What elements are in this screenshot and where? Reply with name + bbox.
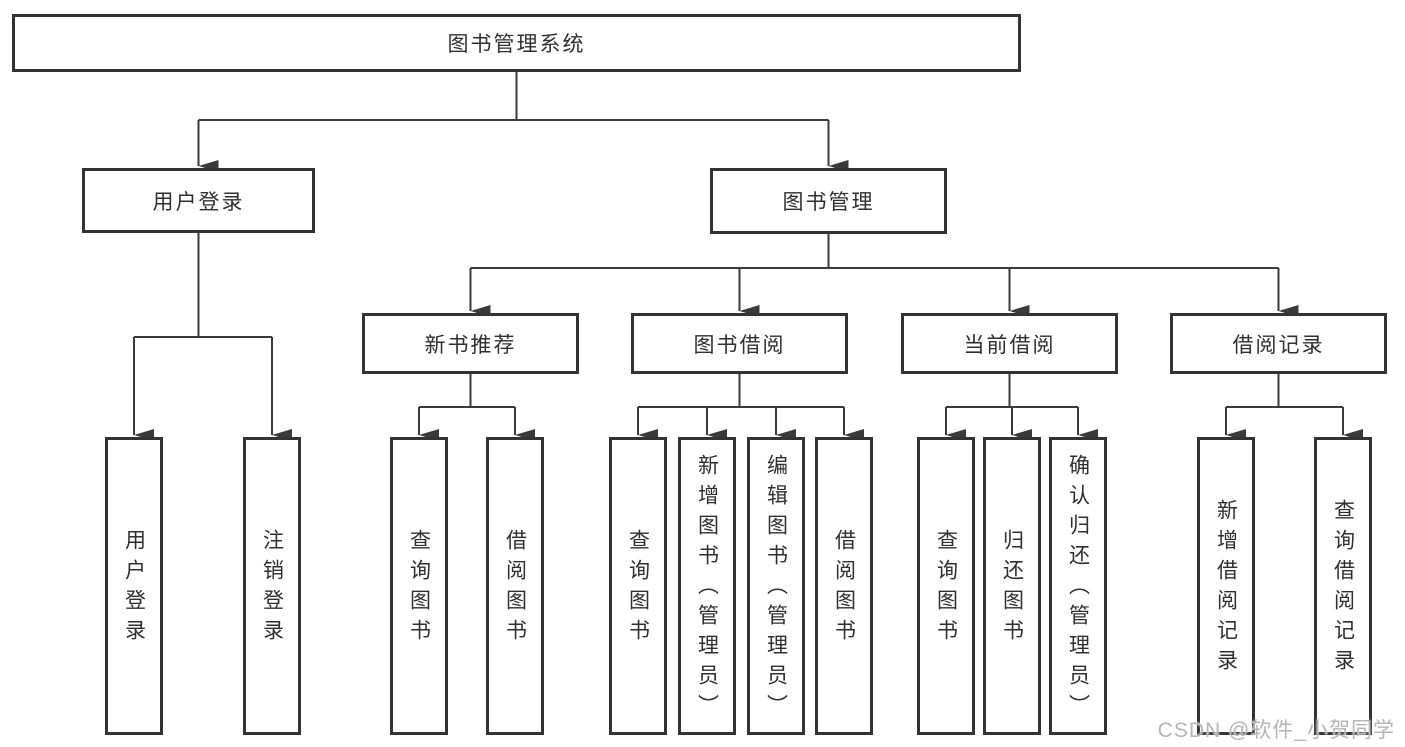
leaf-query-books-current: 查询图书 bbox=[917, 437, 975, 735]
node-current-borrow: 当前借阅 bbox=[901, 313, 1118, 374]
leaf-logout: 注销登录 bbox=[243, 437, 301, 735]
leaf-borrow-books: 借阅图书 bbox=[815, 437, 873, 735]
node-new-book-recommend: 新书推荐 bbox=[362, 313, 579, 374]
leaf-confirm-return-admin: 确认归还（管理员） bbox=[1049, 437, 1107, 735]
connector-records-group bbox=[1225, 374, 1363, 441]
csdn-watermark: CSDN @软件_小贺同学 bbox=[1157, 719, 1395, 742]
connector-root-to-level2 bbox=[197, 72, 849, 172]
connector-user-group bbox=[133, 233, 292, 441]
node-book-borrow: 图书借阅 bbox=[631, 313, 848, 374]
leaf-add-borrow-record: 新增借阅记录 bbox=[1197, 437, 1255, 735]
leaf-return-book: 归还图书 bbox=[983, 437, 1041, 735]
leaf-query-books-borrow: 查询图书 bbox=[609, 437, 667, 735]
leaf-query-borrow-record: 查询借阅记录 bbox=[1314, 437, 1372, 735]
node-library-system: 图书管理系统 bbox=[12, 14, 1021, 72]
leaf-borrow-books-recommend: 借阅图书 bbox=[486, 437, 544, 735]
connector-recommend-group bbox=[418, 374, 535, 441]
node-borrow-records: 借阅记录 bbox=[1170, 313, 1387, 374]
connector-borrow-group bbox=[637, 374, 864, 441]
node-user-login: 用户登录 bbox=[82, 168, 315, 233]
node-book-management: 图书管理 bbox=[710, 168, 947, 234]
connector-current-group bbox=[945, 374, 1098, 441]
connector-book-to-level3 bbox=[469, 234, 1299, 317]
leaf-user-login: 用户登录 bbox=[105, 437, 163, 735]
leaf-add-book-admin: 新增图书（管理员） bbox=[678, 437, 736, 735]
leaf-query-books-recommend: 查询图书 bbox=[390, 437, 448, 735]
leaf-edit-book-admin: 编辑图书（管理员） bbox=[747, 437, 805, 735]
